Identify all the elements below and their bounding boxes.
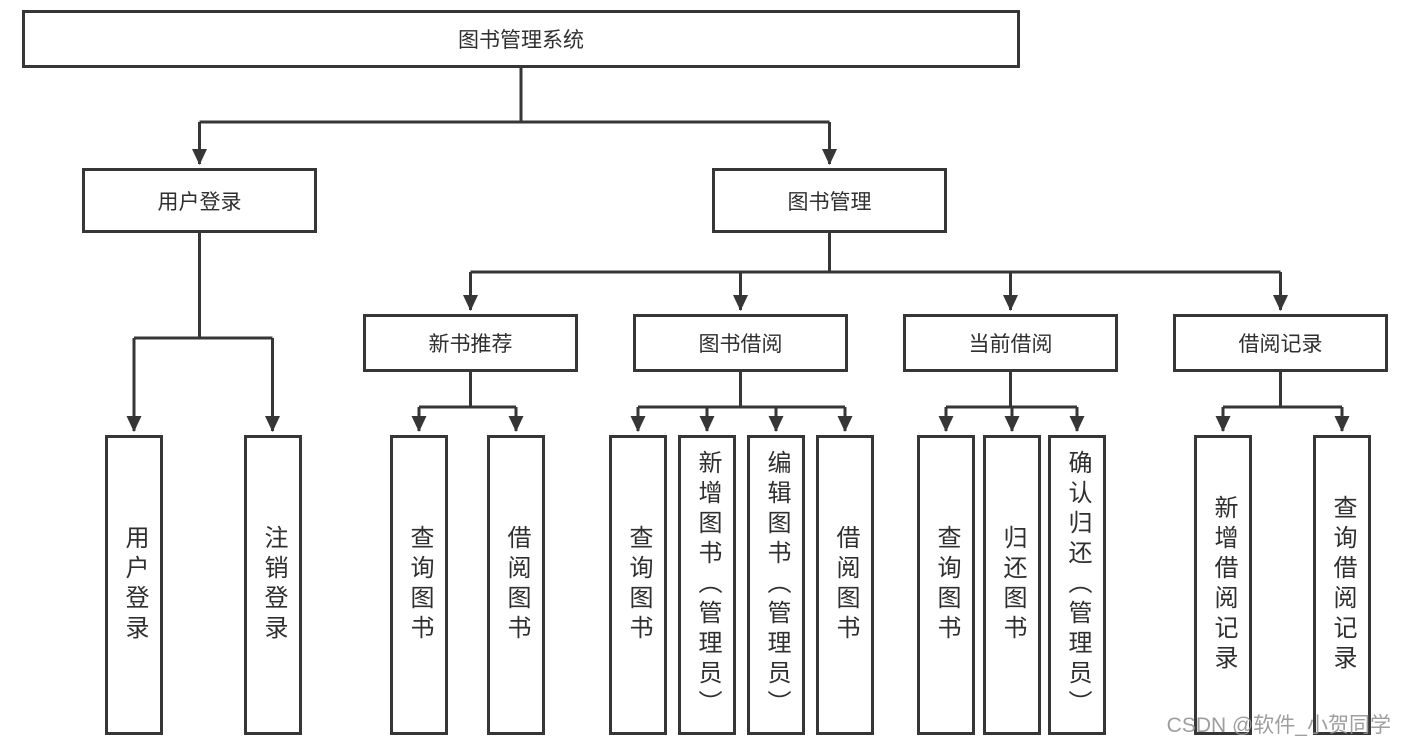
node-library-management-system: 图书管理系统	[22, 10, 1020, 68]
leaf-user-login: 用户登录	[105, 435, 163, 735]
leaf-query-books-current: 查询图书	[917, 435, 975, 735]
leaf-query-books-borrow: 查询图书	[609, 435, 667, 735]
node-label: 查询图书	[933, 525, 960, 645]
leaf-edit-books-admin: 编辑图书（管理员）	[747, 435, 805, 735]
leaf-borrow-books-recommend: 借阅图书	[487, 435, 545, 735]
node-user-login-branch: 用户登录	[82, 168, 317, 233]
node-label: 新增借阅记录	[1210, 495, 1237, 675]
node-label: 借阅记录	[1238, 333, 1323, 356]
leaf-query-books-recommend: 查询图书	[390, 435, 448, 735]
node-current-borrowing: 当前借阅	[903, 314, 1118, 372]
node-borrowing-records: 借阅记录	[1173, 314, 1388, 372]
node-book-borrowing: 图书借阅	[633, 314, 848, 372]
node-label: 用户登录	[121, 525, 148, 645]
node-label: 注销登录	[260, 525, 287, 645]
node-label: 查询图书	[406, 525, 433, 645]
leaf-add-books-admin: 新增图书（管理员）	[678, 435, 736, 735]
csdn-watermark: CSDN @软件_小贺同学	[1166, 714, 1391, 737]
node-label: 新增图书（管理员）	[694, 450, 721, 720]
node-book-management-branch: 图书管理	[712, 168, 947, 233]
node-label: 编辑图书（管理员）	[763, 450, 790, 720]
node-label: 图书借阅	[698, 333, 783, 356]
leaf-return-books: 归还图书	[983, 435, 1041, 735]
node-label: 查询图书	[625, 525, 652, 645]
node-label: 借阅图书	[832, 525, 859, 645]
leaf-query-borrow-record: 查询借阅记录	[1313, 435, 1371, 735]
node-label: 归还图书	[999, 525, 1026, 645]
leaf-add-borrow-record: 新增借阅记录	[1194, 435, 1252, 735]
node-new-book-recommend: 新书推荐	[363, 314, 578, 372]
node-label: 确认归还（管理员）	[1064, 450, 1091, 720]
leaf-borrow-books: 借阅图书	[816, 435, 874, 735]
node-label: 当前借阅	[968, 333, 1053, 356]
leaf-confirm-return-admin: 确认归还（管理员）	[1048, 435, 1106, 735]
leaf-logout: 注销登录	[244, 435, 302, 735]
node-label: 借阅图书	[503, 525, 530, 645]
node-label: 图书管理	[787, 190, 872, 214]
node-label: 用户登录	[157, 190, 242, 214]
node-label: 查询借阅记录	[1329, 495, 1356, 675]
node-label: 图书管理系统	[458, 29, 584, 52]
node-label: 新书推荐	[428, 333, 513, 356]
